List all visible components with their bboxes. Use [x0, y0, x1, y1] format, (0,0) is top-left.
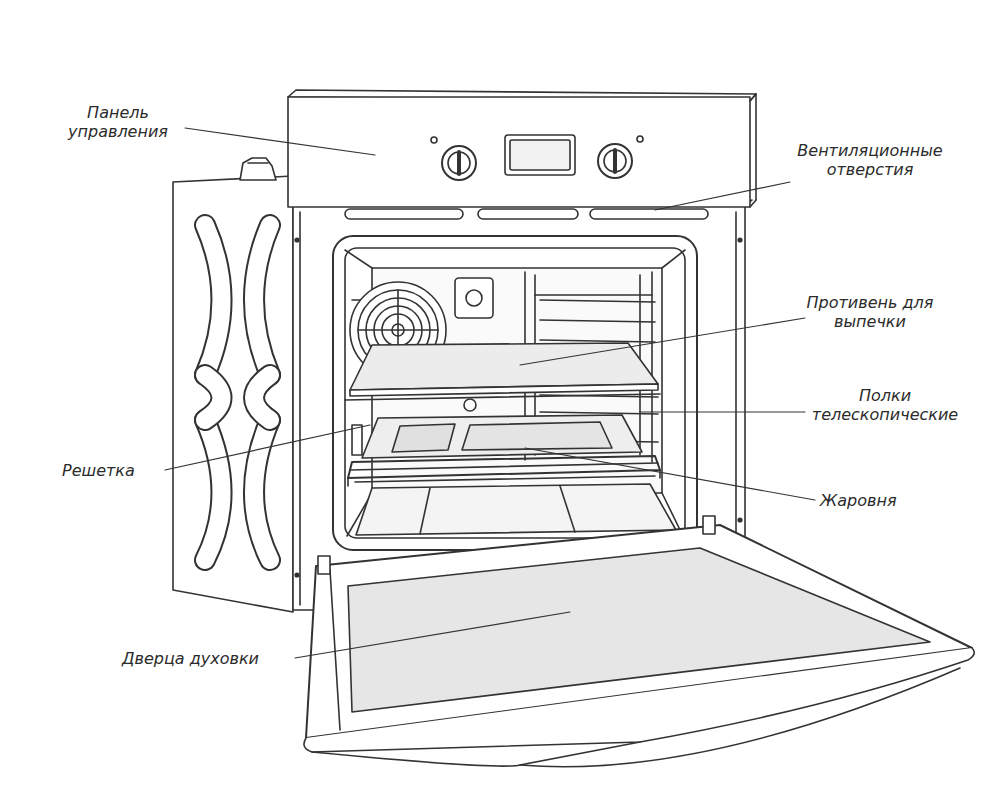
- telescopic-shelves-part: [651, 272, 653, 462]
- wire-rack-part: [560, 486, 575, 532]
- part-label: Полки телескопические: [795, 386, 975, 424]
- telescopic-shelves-part: [540, 340, 655, 342]
- telescopic-shelves-part: [352, 299, 360, 301]
- wire-rack-part: [659, 470, 661, 478]
- oven-side-part: [240, 158, 276, 180]
- control-panel-part: [505, 135, 575, 175]
- control-panel-part: [431, 137, 437, 143]
- oven-cavity: [333, 236, 697, 550]
- oven-front-part: [738, 518, 742, 522]
- control-panel: [288, 90, 756, 207]
- control-panel-part: [750, 94, 756, 101]
- oven-door-part: [312, 742, 640, 766]
- leader-lines-part: [640, 411, 805, 412]
- roasting-pan-part: [392, 424, 455, 452]
- leader-lines-part: [520, 318, 805, 365]
- ventilation-slots-part: [345, 209, 463, 219]
- leader-lines-part: [655, 182, 790, 210]
- ventilation-slots: [345, 209, 708, 219]
- control-panel-part: [442, 146, 476, 180]
- convection-fan-part: [464, 399, 476, 411]
- oven-door: [304, 516, 974, 767]
- leader-lines-part: [185, 128, 375, 155]
- part-label: Дверца духовки: [122, 649, 298, 668]
- control-panel-part: [510, 140, 570, 170]
- part-label: Жаровня: [820, 491, 930, 510]
- oven-door-part: [348, 548, 930, 712]
- part-label: Вентиляционные отверстия: [772, 141, 968, 179]
- baking-tray-part: [345, 394, 660, 400]
- oven-side: [173, 158, 293, 612]
- ventilation-slots-part: [590, 209, 708, 219]
- roasting-pan: [362, 415, 642, 458]
- oven-cavity-part: [345, 248, 685, 538]
- control-panel-part: [637, 136, 643, 142]
- roasting-pan-part: [462, 422, 612, 450]
- oven-door-part: [330, 570, 340, 730]
- control-panel-part: [755, 94, 757, 200]
- wire-rack-part: [420, 488, 430, 534]
- control-panel-part: [604, 150, 626, 172]
- oven-side-part: [248, 162, 268, 164]
- wire-rack-part: [356, 484, 676, 535]
- oven-side-part: [205, 375, 270, 420]
- leader-lines-part: [295, 612, 570, 658]
- leader-lines-part: [165, 425, 370, 470]
- leader-lines-part: [525, 448, 815, 500]
- telescopic-shelves-part: [540, 320, 655, 322]
- oven-front-part: [295, 573, 299, 577]
- control-panel-part: [598, 144, 632, 178]
- convection-fan-part: [466, 290, 482, 306]
- ventilation-slots-part: [478, 209, 578, 219]
- oven-front-part: [738, 238, 742, 242]
- oven-cavity-part: [662, 250, 685, 268]
- convection-fan-part: [455, 278, 493, 318]
- oven-door-part: [318, 556, 330, 574]
- part-label: Панель управления: [48, 103, 188, 141]
- leader-lines: [165, 128, 815, 658]
- wire-rack: [348, 456, 676, 535]
- telescopic-shelves-part: [535, 294, 652, 296]
- oven-side-part: [205, 225, 270, 560]
- control-panel-part: [457, 152, 461, 174]
- baking-tray: [345, 343, 660, 400]
- roasting-pan-part: [362, 415, 642, 458]
- wire-rack-part: [347, 478, 349, 486]
- oven-cavity-part: [345, 250, 372, 268]
- control-panel-part: [613, 150, 617, 172]
- wire-rack-part: [355, 476, 655, 482]
- oven-side-part: [205, 375, 270, 420]
- control-panel-part: [448, 152, 470, 174]
- oven-cavity-part: [333, 236, 697, 550]
- telescopic-shelves-part: [540, 300, 655, 302]
- part-label: Решетка: [62, 461, 166, 480]
- control-panel-part: [750, 200, 756, 207]
- oven-side-part: [205, 225, 270, 560]
- part-label: Противень для выпечки: [800, 293, 940, 331]
- oven-front-part: [295, 238, 299, 242]
- wire-rack-part: [348, 456, 660, 478]
- oven-front-part: [299, 212, 301, 605]
- telescopic-shelves-part: [352, 425, 362, 455]
- oven-door-part: [703, 516, 715, 534]
- oven-side-part: [173, 176, 293, 612]
